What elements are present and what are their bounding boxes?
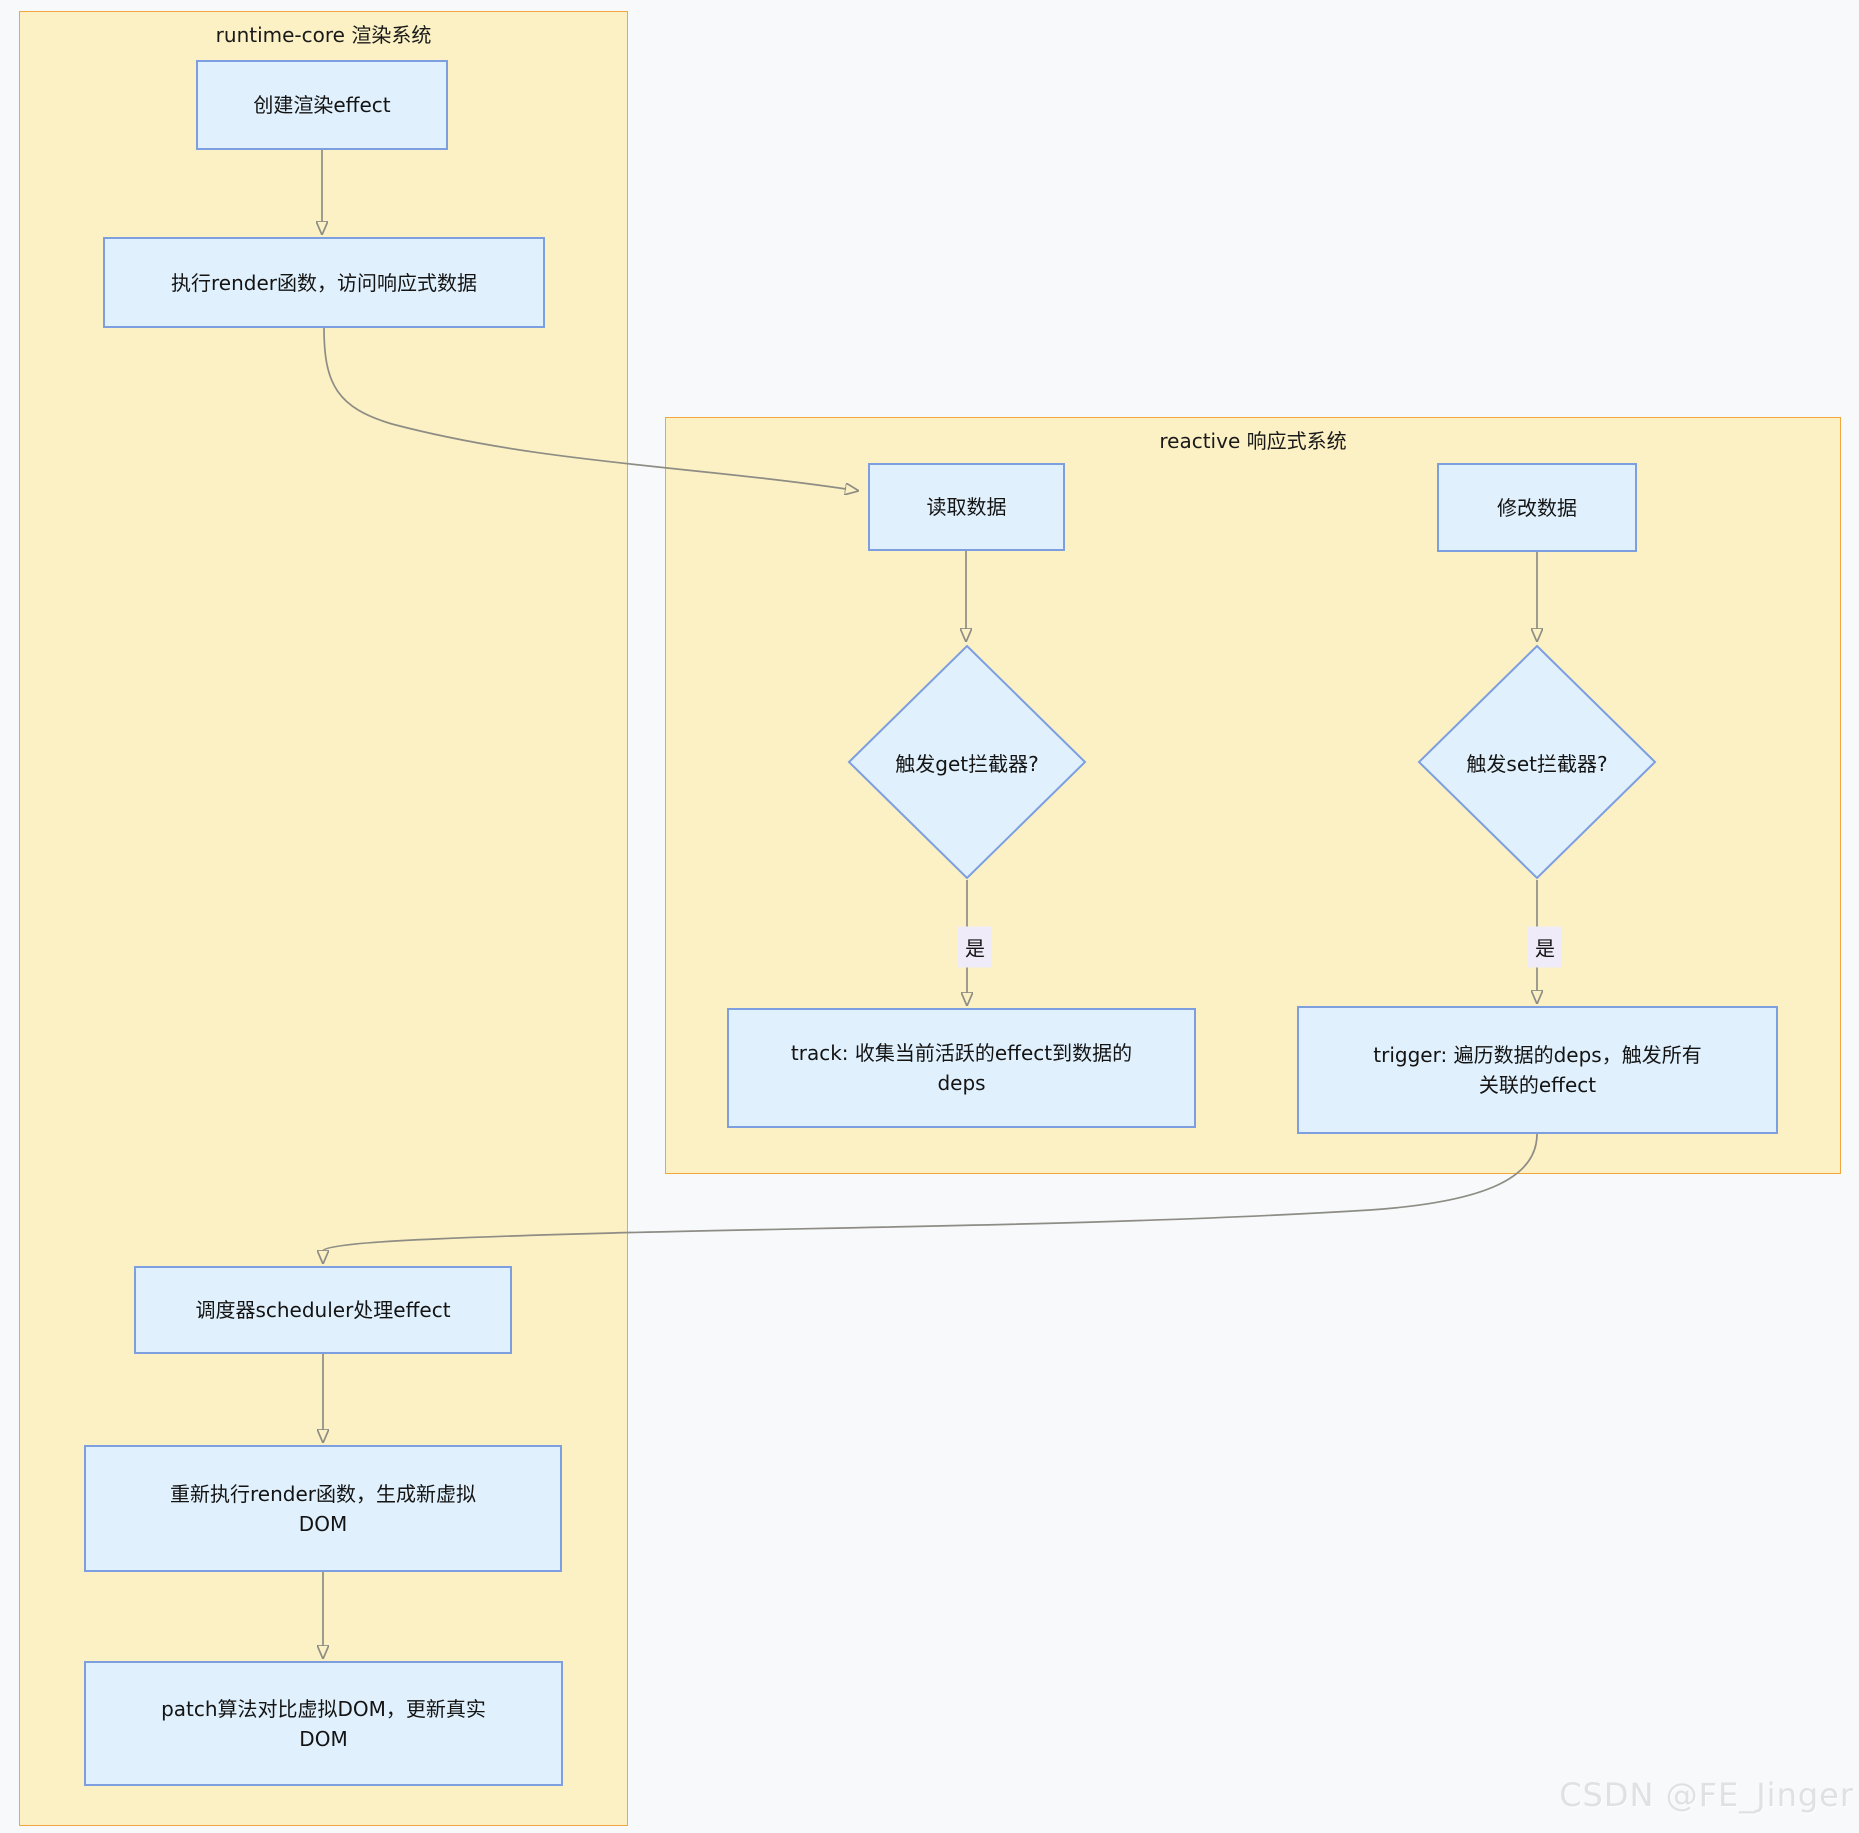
node-scheduler: 调度器scheduler处理effect	[134, 1266, 512, 1354]
diamond-shape	[847, 644, 1087, 880]
watermark: CSDN @FE_Jinger	[1559, 1776, 1854, 1814]
node-get-trap-decision: 触发get拦截器?	[847, 644, 1087, 880]
node-label: 创建渲染effect	[253, 93, 391, 117]
node-label: 触发set拦截器?	[1466, 751, 1608, 776]
node-trigger: trigger: 遍历数据的deps，触发所有关联的effect	[1297, 1006, 1778, 1134]
node-set-trap-decision: 触发set拦截器?	[1417, 644, 1657, 880]
node-label: 读取数据	[926, 495, 1007, 519]
node-label: track: 收集当前活跃的effect到数据的deps	[790, 1041, 1133, 1095]
edge-label-yes-set: 是	[1528, 926, 1562, 968]
node-patch-dom: patch算法对比虚拟DOM，更新真实DOM	[84, 1661, 563, 1786]
node-label: 调度器scheduler处理effect	[195, 1298, 451, 1322]
subgraph-title-reactive: reactive 响应式系统	[1159, 429, 1347, 453]
node-run-render-function: 执行render函数，访问响应式数据	[103, 237, 545, 328]
subgraph-title-runtime-core: runtime-core 渲染系统	[215, 23, 432, 47]
node-create-render-effect: 创建渲染effect	[196, 60, 448, 150]
node-label: 触发get拦截器?	[895, 751, 1039, 776]
node-read-data: 读取数据	[868, 463, 1065, 551]
node-label: 执行render函数，访问响应式数据	[171, 270, 477, 295]
node-track: track: 收集当前活跃的effect到数据的deps	[727, 1008, 1196, 1128]
edge-label-yes-get: 是	[958, 926, 992, 968]
node-label: trigger: 遍历数据的deps，触发所有关联的effect	[1373, 1043, 1702, 1097]
node-label: patch算法对比虚拟DOM，更新真实DOM	[161, 1696, 486, 1751]
diamond-shape	[1417, 644, 1657, 880]
node-modify-data: 修改数据	[1437, 463, 1637, 552]
node-rerender-vdom: 重新执行render函数，生成新虚拟DOM	[84, 1445, 562, 1572]
node-label: 重新执行render函数，生成新虚拟DOM	[170, 1481, 476, 1536]
node-label: 修改数据	[1497, 495, 1577, 520]
